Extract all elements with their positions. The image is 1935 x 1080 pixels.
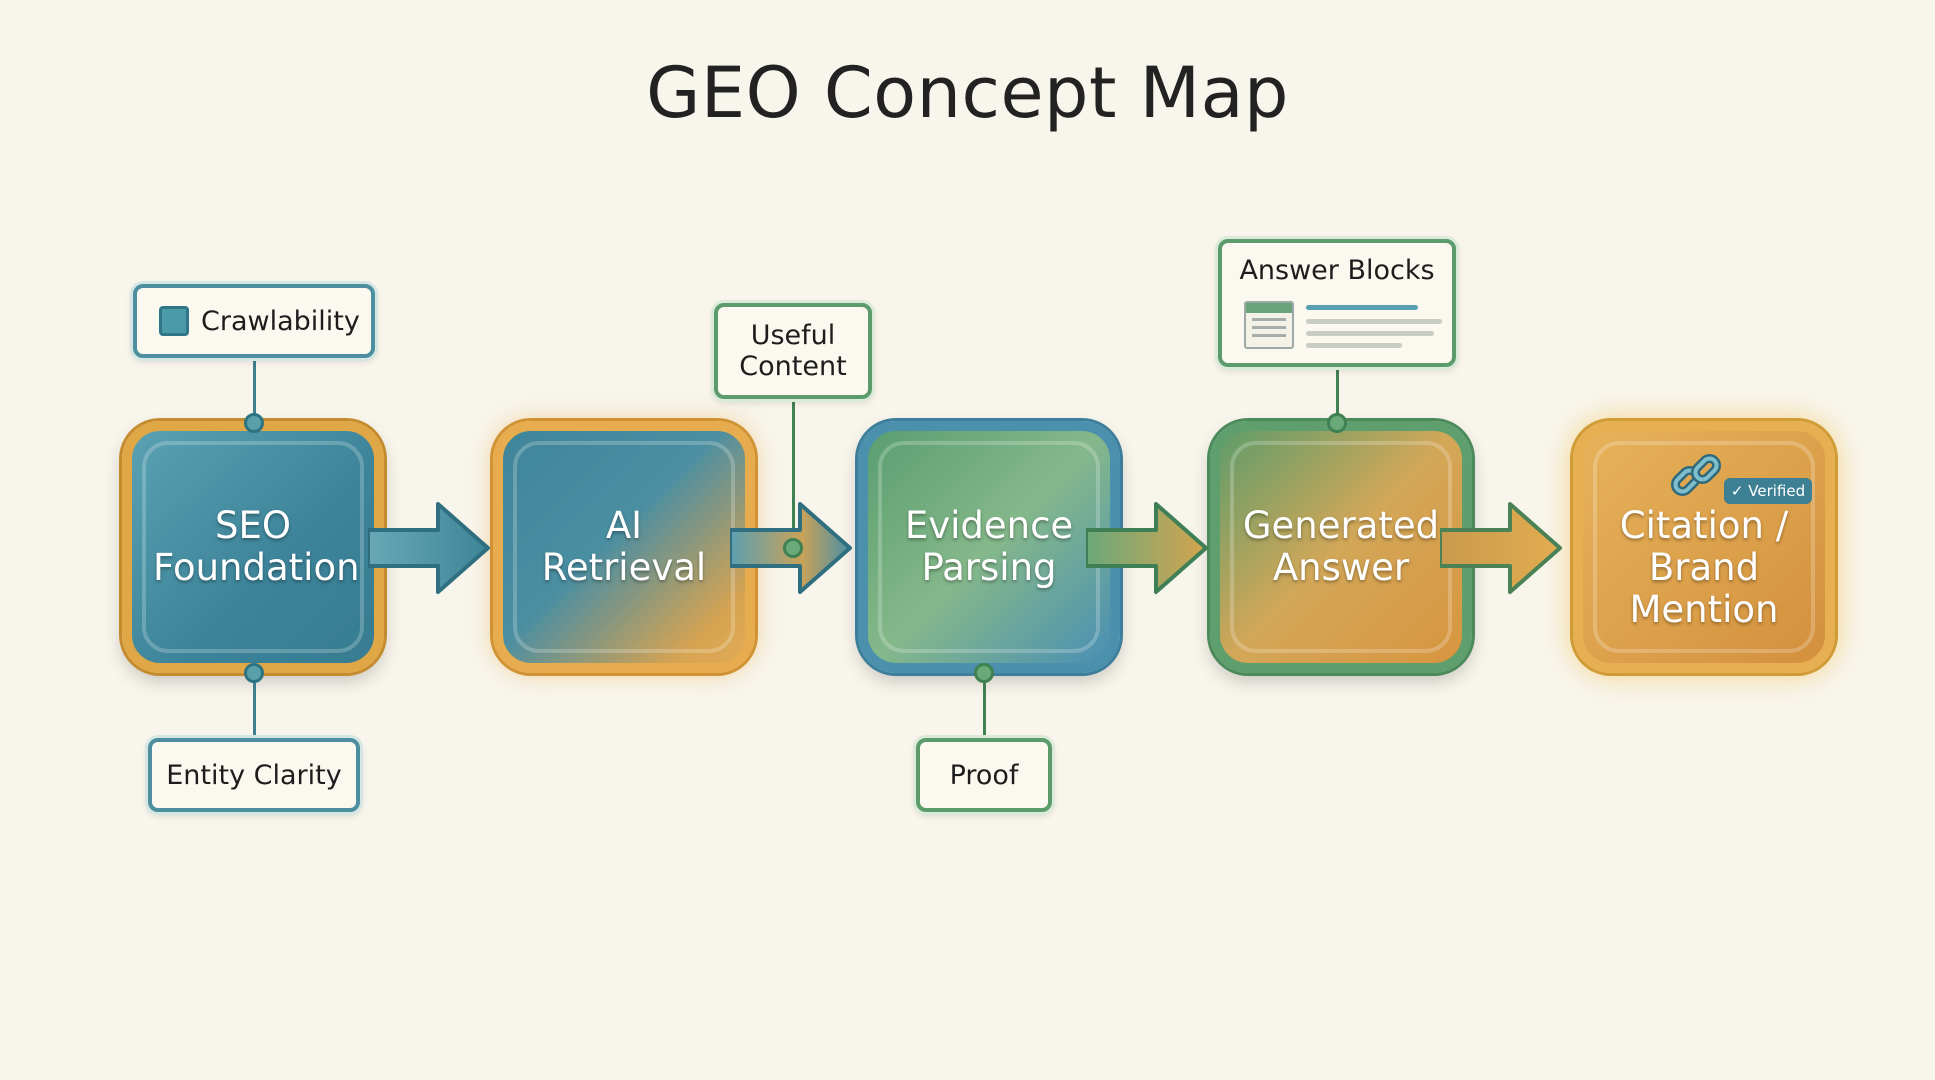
stage-seo-foundation: SEO Foundation (122, 421, 384, 673)
flow-arrow-4 (1440, 502, 1562, 594)
text-line-decoration (1306, 343, 1402, 348)
connector-dot (1327, 413, 1347, 433)
note-proof: Proof (916, 738, 1052, 812)
flow-arrow-3 (1086, 502, 1208, 594)
stage-inner-frame (142, 441, 364, 653)
flow-arrow-1 (368, 502, 490, 594)
connector-crawlability (253, 358, 256, 424)
note-label: Crawlability (201, 305, 360, 337)
stage-label: Evidence Parsing (904, 504, 1074, 589)
connector-dot (244, 663, 264, 683)
note-answer-blocks: Answer Blocks (1218, 239, 1456, 367)
text-line-decoration (1306, 319, 1442, 324)
connector-entity-clarity (253, 670, 256, 740)
note-useful-content: Useful Content (714, 303, 872, 399)
connector-proof (983, 670, 986, 740)
stage-evidence-parsing: Evidence Parsing (858, 421, 1120, 673)
note-crawlability: Crawlability (133, 284, 375, 358)
stage-citation-brand-mention: Citation / Brand Mention (1573, 421, 1835, 673)
link-icon (1670, 453, 1722, 497)
stage-generated-answer: Generated Answer (1210, 421, 1472, 673)
verified-badge: ✓ Verified (1724, 478, 1812, 504)
stage-label: SEO Foundation (153, 504, 360, 589)
document-icon (1244, 301, 1294, 349)
connector-answer-blocks (1336, 367, 1339, 423)
badge-label: Verified (1748, 482, 1806, 500)
note-entity-clarity: Entity Clarity (148, 738, 360, 812)
connector-dot (244, 413, 264, 433)
text-line-decoration (1306, 305, 1418, 310)
note-label: Entity Clarity (166, 759, 342, 791)
stage-label: AI Retrieval (541, 504, 707, 589)
square-icon (159, 306, 189, 336)
connector-dot (974, 663, 994, 683)
diagram-title: GEO Concept Map (646, 52, 1289, 134)
note-label: Proof (949, 759, 1019, 791)
text-line-decoration (1306, 331, 1434, 336)
note-label: Useful Content (739, 320, 847, 382)
stage-label: Generated Answer (1242, 504, 1440, 589)
connector-useful-content (792, 399, 795, 549)
stage-inner-frame (1593, 441, 1815, 653)
stage-ai-retrieval: AI Retrieval (493, 421, 755, 673)
stage-label: Citation / Brand Mention (1619, 504, 1789, 631)
note-label: Answer Blocks (1239, 255, 1435, 286)
check-icon: ✓ (1730, 482, 1744, 500)
connector-dot (783, 538, 803, 558)
